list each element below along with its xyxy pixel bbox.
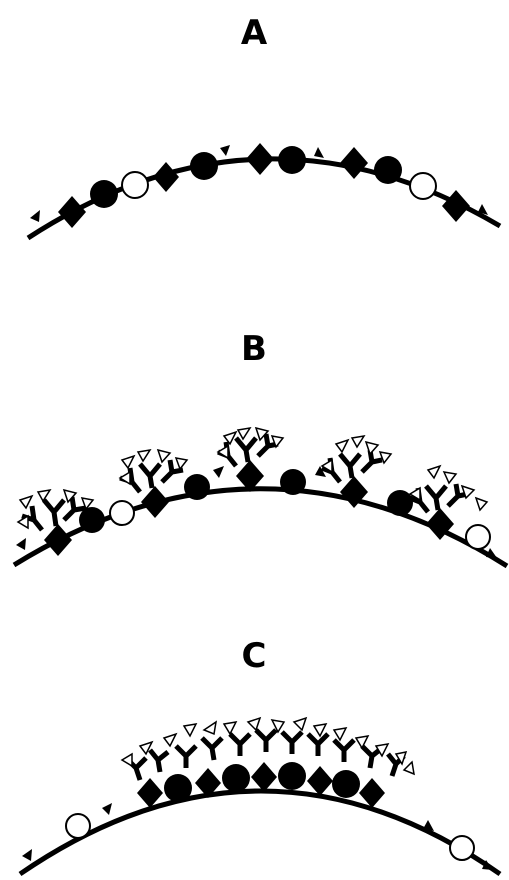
diamond-protein-icon — [340, 147, 368, 179]
packed-receptor-cluster — [122, 718, 414, 808]
diamond-protein-icon — [153, 162, 179, 192]
panel-c-proteins — [22, 718, 493, 870]
filled-circle-protein-icon — [278, 762, 306, 790]
panel-c-label: C — [242, 636, 267, 676]
open-circle-protein-icon — [466, 525, 490, 549]
panel-a: A — [28, 13, 500, 238]
triangle-marker-icon — [30, 210, 40, 222]
diamond-protein-icon — [58, 196, 86, 228]
panel-a-proteins — [30, 143, 488, 228]
triangle-marker-icon — [314, 147, 324, 158]
triangle-marker-icon — [213, 466, 224, 478]
diamond-protein-icon — [141, 486, 169, 518]
panel-c: C — [20, 636, 500, 874]
y-receptor-icon — [22, 497, 86, 530]
filled-circle-protein-icon — [374, 156, 402, 184]
open-triangle-ligand-icon — [322, 436, 391, 472]
triangle-marker-icon — [22, 849, 32, 861]
diamond-protein-icon — [251, 762, 277, 792]
open-circle-protein-icon — [122, 172, 148, 198]
panel-b-proteins — [16, 428, 497, 558]
triangle-marker-icon — [220, 145, 230, 156]
open-circle-protein-icon — [410, 173, 436, 199]
open-circle-protein-icon — [66, 814, 90, 838]
filled-circle-protein-icon — [280, 469, 306, 495]
open-circle-protein-icon — [110, 501, 134, 525]
triangle-marker-icon — [16, 538, 26, 550]
panel-b-label: B — [241, 329, 267, 369]
filled-circle-protein-icon — [164, 774, 192, 802]
diamond-protein-icon — [44, 524, 72, 556]
panel-a-label: A — [241, 13, 268, 53]
open-triangle-ligand-icon — [120, 450, 187, 484]
receptor-cluster — [218, 428, 283, 492]
filled-circle-protein-icon — [222, 764, 250, 792]
open-circle-protein-icon — [450, 836, 474, 860]
filled-circle-protein-icon — [278, 146, 306, 174]
diamond-protein-icon — [246, 143, 274, 175]
filled-circle-protein-icon — [190, 152, 218, 180]
diamond-protein-icon — [442, 190, 470, 222]
triangle-marker-icon — [102, 803, 112, 815]
diamond-protein-icon — [307, 766, 333, 796]
filled-circle-protein-icon — [332, 770, 360, 798]
panel-b: B — [14, 329, 507, 566]
filled-circle-protein-icon — [90, 180, 118, 208]
filled-circle-protein-icon — [184, 474, 210, 500]
panel-c-membrane-curve — [20, 791, 500, 874]
